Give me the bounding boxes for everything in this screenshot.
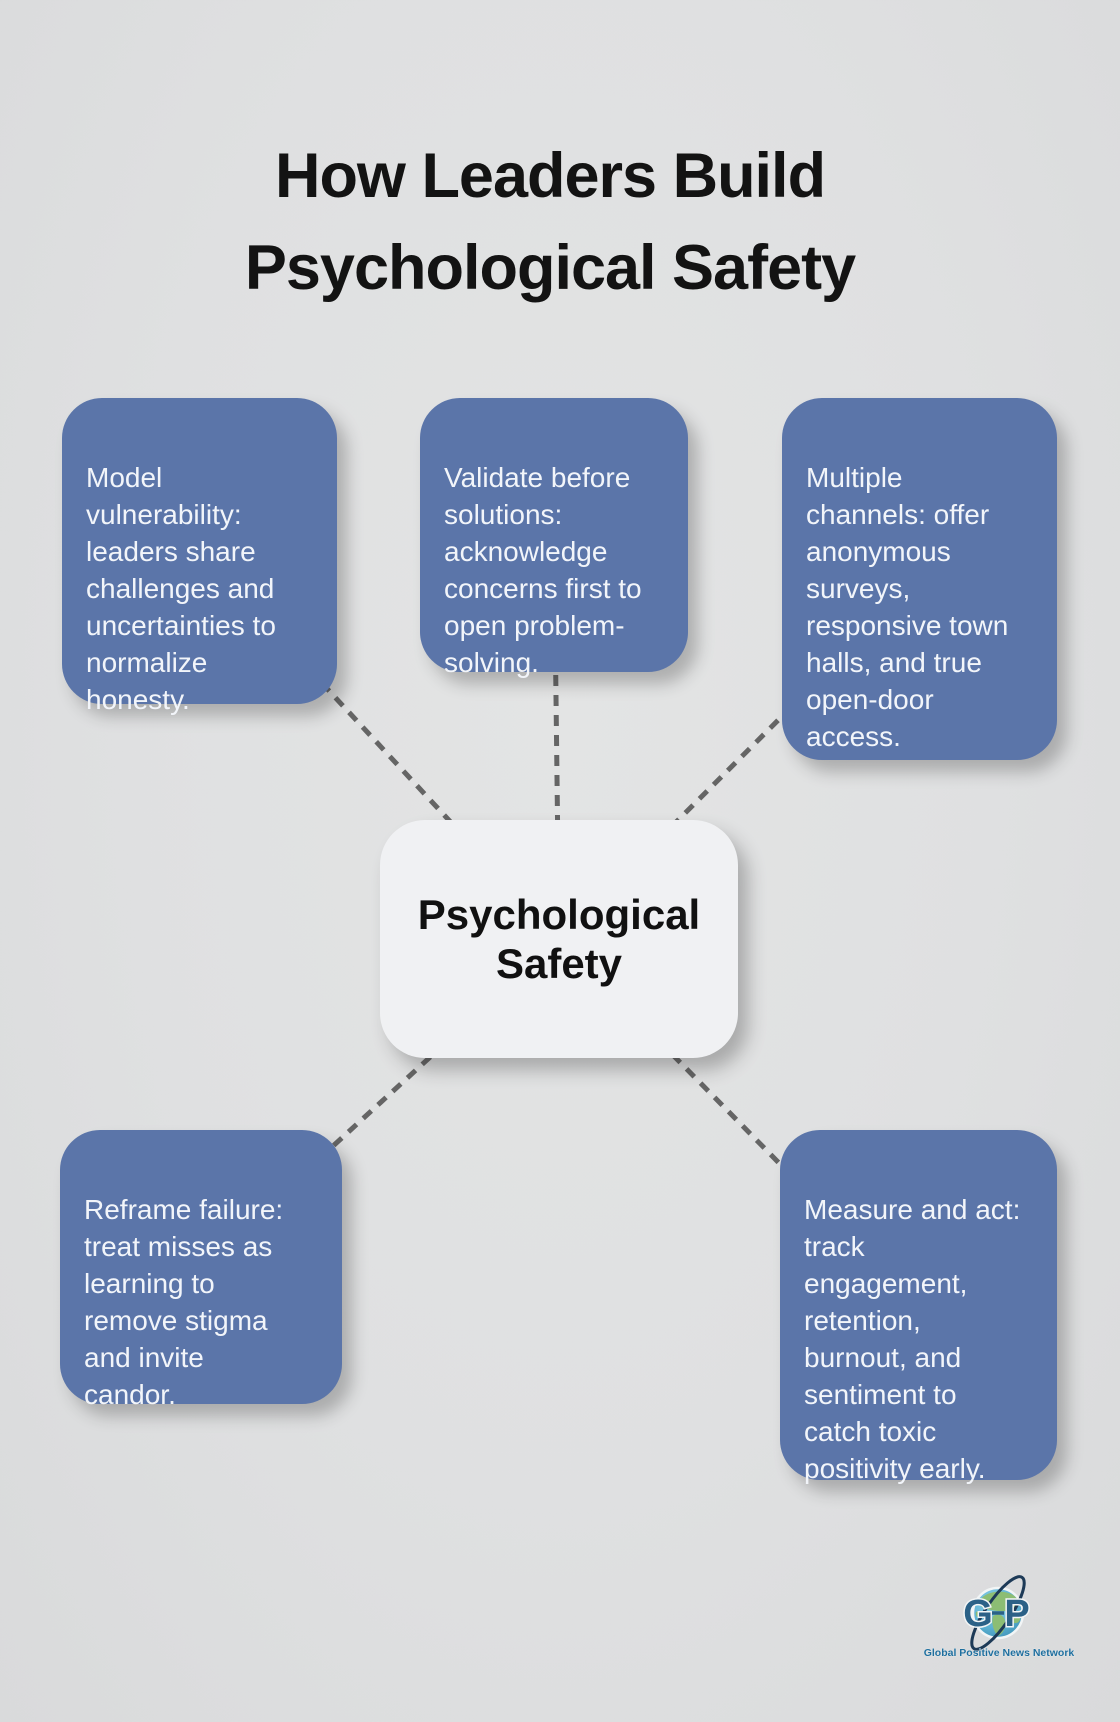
node-multiple-channels: Multiple channels: offer anonymous surve… bbox=[782, 398, 1057, 760]
node-measure-and-act: Measure and act: track engagement, reten… bbox=[780, 1130, 1057, 1484]
node-text: Measure and act: track engagement, reten… bbox=[804, 1194, 1021, 1484]
logo-letter-g: G bbox=[963, 1593, 993, 1635]
orbit-icon bbox=[970, 1575, 1026, 1651]
node-text: Multiple channels: offer anonymous surve… bbox=[806, 462, 1009, 752]
gpnn-logo: G P Global Positive News Network bbox=[923, 1575, 1075, 1659]
node-validate-before-solutions: Validate before solutions: acknowledge c… bbox=[420, 398, 688, 678]
infographic-title: How Leaders Build Psychological Safety bbox=[244, 141, 856, 304]
center-node-psychological-safety: Psychological Safety bbox=[380, 820, 738, 1058]
node-text: Model vulnerability: leaders share chall… bbox=[86, 462, 276, 715]
logo-letter-p: P bbox=[1004, 1593, 1029, 1635]
node-model-vulnerability: Model vulnerability: leaders share chall… bbox=[62, 398, 337, 715]
node-text: Reframe failure: treat misses as learnin… bbox=[84, 1194, 284, 1410]
center-node-label: Psychological Safety bbox=[417, 891, 701, 987]
node-text: Validate before solutions: acknowledge c… bbox=[444, 462, 642, 678]
logo-caption: Global Positive News Network bbox=[924, 1647, 1075, 1659]
node-reframe-failure: Reframe failure: treat misses as learnin… bbox=[60, 1130, 342, 1410]
